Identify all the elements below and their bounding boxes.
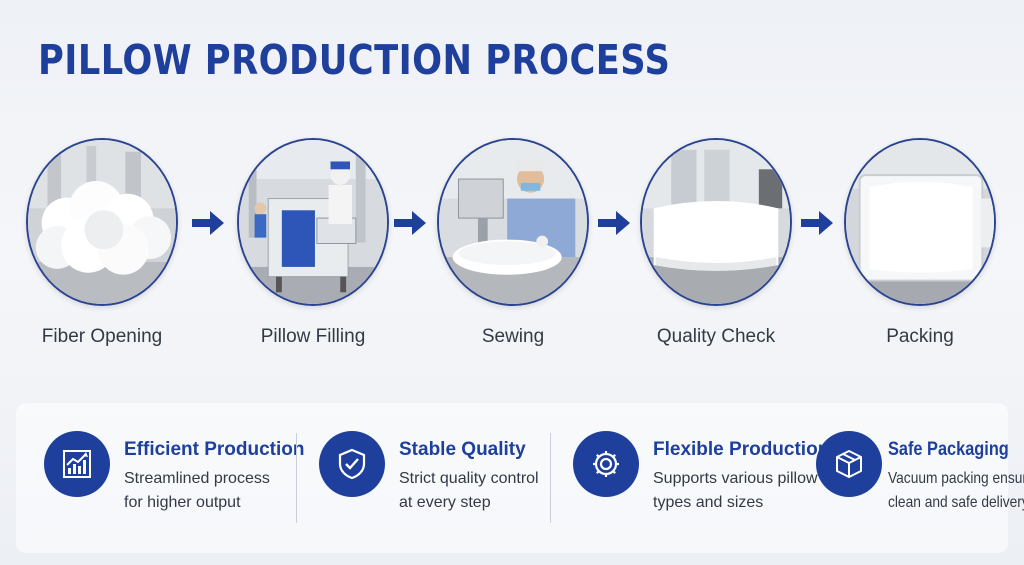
fiber-opening-photo [26,138,178,306]
arrow-right-icon [799,208,835,238]
step-packing: Packing [840,138,1000,348]
step-label: Quality Check [656,326,776,347]
feature-title: Efficient Production [124,439,305,460]
feature-desc-line: for higher output [124,494,241,511]
process-steps: Fiber Opening P [0,138,1024,358]
step-label: Sewing [481,326,545,347]
arrow-right-icon [392,208,428,238]
gear-icon [573,431,639,497]
feature-flexible-production: Flexible Production Supports various pil… [573,431,829,531]
feature-efficient-production: Efficient Production Streamlined process… [44,431,305,531]
features-panel: Efficient Production Streamlined process… [16,403,1024,553]
step-fiber-opening: Fiber Opening [22,138,182,348]
divider [296,433,297,523]
sewing-photo [437,138,589,306]
step-sewing: Sewing [433,138,593,348]
feature-safe-packaging: Safe Packaging Vacuum packing ensures cl… [816,431,1024,531]
feature-desc-line: clean and safe delivery [888,494,1024,511]
arrow-right-icon [190,208,226,238]
feature-desc-line: Strict quality control [399,470,539,487]
quality-check-photo [640,138,792,306]
feature-desc-line: Supports various pillow [653,470,818,487]
step-pillow-filling: Pillow Filling [233,138,393,348]
box-icon [816,431,882,497]
feature-title: Stable Quality [399,439,526,460]
divider [550,433,551,523]
chart-up-icon [44,431,110,497]
feature-title: Flexible Production [653,439,830,460]
arrow-right-icon [596,208,632,238]
pillow-filling-photo [237,138,389,306]
feature-title: Safe Packaging [888,439,1009,460]
feature-desc-line: Streamlined process [124,470,270,487]
step-label: Pillow Filling [260,326,366,347]
step-label: Packing [886,326,954,347]
packing-photo [844,138,996,306]
step-quality-check: Quality Check [636,138,796,348]
shield-check-icon [319,431,385,497]
step-label: Fiber Opening [41,326,163,347]
feature-desc-line: at every step [399,494,491,511]
feature-desc-line: types and sizes [653,494,764,511]
feature-stable-quality: Stable Quality Strict quality control at… [319,431,559,531]
page-title: PILLOW PRODUCTION PROCESS [38,36,671,84]
feature-desc-line: Vacuum packing ensures [888,470,1024,487]
